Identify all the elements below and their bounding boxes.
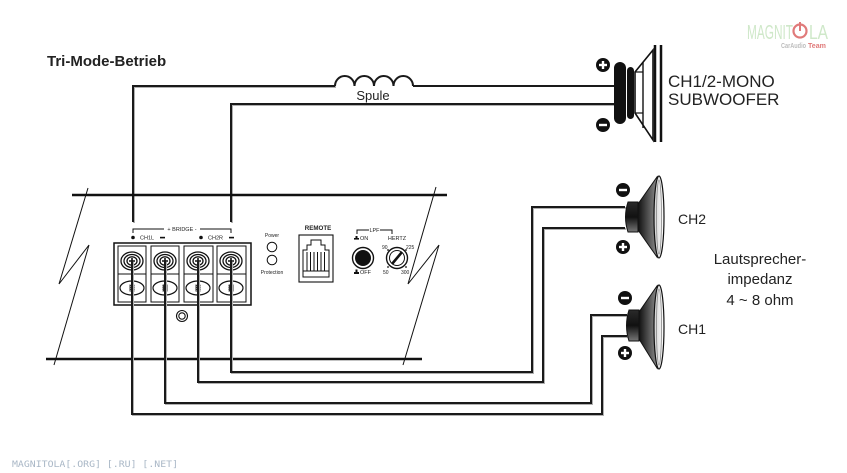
break-mark-left [53, 187, 90, 366]
footer-watermark: MAGNITOLA[.ORG] [.RU] [.NET] [12, 460, 178, 470]
plus-icon [596, 58, 610, 72]
coil-label: Spule [356, 88, 389, 103]
speaker-icon [625, 175, 665, 259]
switch-down-icon [354, 269, 359, 274]
wire-ch1-b [131, 261, 627, 415]
remote-port: REMOTE [298, 225, 334, 283]
dial-pointer-icon [391, 251, 403, 265]
page-title: Tri-Mode-Betrieb [47, 53, 166, 70]
power-label: Power [265, 233, 280, 239]
lpf-switch-button-icon [355, 250, 371, 266]
subwoofer-label-line2: SUBWOOFER [668, 90, 779, 109]
lpf-on-label: ON [360, 236, 368, 242]
speaker-terminal-block [113, 242, 252, 306]
dial-tick-label: 50 [383, 270, 389, 276]
switch-up-icon [354, 236, 359, 240]
subwoofer-wiring: Spule [132, 75, 615, 223]
status-leds: Power Protection [261, 233, 284, 276]
lpf-frequency-dial: HERTZ 90 225 50 300 [382, 236, 415, 276]
dial-tick-label: 225 [406, 245, 415, 251]
wire-sub-positive [132, 85, 335, 222]
channel-label-ch2: CH2R [199, 236, 234, 242]
bridge-label: + BRIDGE - [167, 227, 196, 233]
remote-label: REMOTE [305, 225, 331, 232]
minus-dash-icon [229, 236, 234, 239]
break-mark-right [402, 186, 440, 366]
subwoofer-label-line1: CH1/2-MONO [668, 72, 775, 91]
plus-dot-icon [131, 235, 135, 240]
channel-label: CH2R [208, 236, 223, 242]
plus-icon [616, 240, 630, 254]
watermark-brand-suffix: LA [809, 22, 829, 44]
speaker-ch1: CH1 [618, 284, 706, 370]
wire-ch1-a [164, 261, 627, 404]
brand-watermark: MAGNIT LA CarAudio Team [747, 22, 829, 50]
lpf-controls: LPF ON OFF HERTZ [351, 228, 415, 276]
impedance-note: Lautsprecher- impedanz 4 ~ 8 ohm [714, 251, 807, 309]
channel-label-ch1: CH1L [131, 236, 165, 242]
bridge-bracket: + BRIDGE - [132, 227, 232, 233]
amplifier-panel: + BRIDGE - CH1L CH2R [46, 186, 447, 366]
dial-tick-label: 300 [401, 270, 410, 276]
watermark-tagline-caraudio: CarAudio [781, 43, 806, 50]
subwoofer: CH1/2-MONO SUBWOOFER [596, 45, 779, 143]
speaker-icon [626, 284, 665, 370]
wire-ch2-b [197, 227, 625, 383]
dial-tick-label: 90 [382, 245, 388, 251]
wire-ch2-a [230, 206, 625, 373]
power-led-icon [266, 241, 278, 253]
plus-icon [618, 346, 632, 360]
lpf-switch: ON OFF [351, 236, 375, 276]
minus-dash-icon [160, 236, 165, 239]
impedance-line-3: 4 ~ 8 ohm [726, 292, 793, 309]
subwoofer-icon [614, 45, 663, 143]
minus-icon [616, 183, 630, 197]
protection-label: Protection [261, 270, 284, 276]
impedance-line-2: impedanz [727, 271, 792, 288]
channel-label: CH1L [140, 236, 154, 242]
minus-icon [596, 118, 610, 132]
protection-led-icon [266, 254, 278, 266]
speaker-wiring [131, 206, 628, 416]
speaker-label: CH2 [678, 211, 706, 227]
plus-dot-icon [199, 235, 203, 240]
watermark-brand-prefix: MAGNIT [747, 22, 793, 44]
lpf-off-label: OFF [360, 270, 372, 276]
coil-icon [334, 75, 414, 87]
lpf-label: LPF [369, 228, 380, 234]
watermark-tagline-team: Team [808, 43, 826, 50]
speaker-label: CH1 [678, 321, 706, 337]
watermark-o-icon [792, 22, 808, 39]
wire-sub-negative [230, 103, 614, 222]
speaker-ch2: CH2 [616, 175, 706, 259]
impedance-line-1: Lautsprecher- [714, 251, 807, 268]
minus-icon [618, 291, 632, 305]
lpf-hertz-label: HERTZ [388, 236, 407, 242]
rj-jack-icon [298, 234, 334, 283]
ground-screw-icon [175, 309, 189, 323]
